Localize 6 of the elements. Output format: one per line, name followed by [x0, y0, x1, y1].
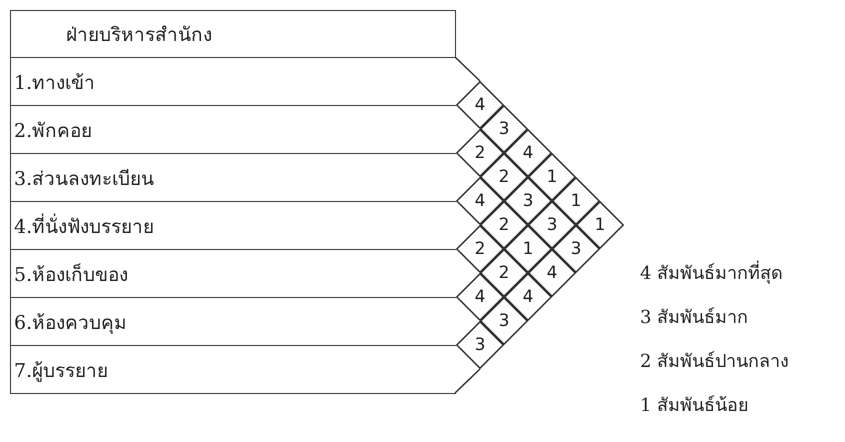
- legend-text: 2 สัมพันธ์ปานกลาง: [640, 350, 790, 374]
- legend-text: 3 สัมพันธ์มาก: [640, 306, 748, 330]
- item-row: 7.ผู้บรรยาย: [10, 345, 456, 394]
- legend-text: 1 สัมพันธ์น้อย: [640, 394, 750, 418]
- header-box: ฝ่ายบริหารสำนักง: [10, 10, 456, 58]
- legend-text: 4 สัมพันธ์มากที่สุด: [640, 258, 784, 287]
